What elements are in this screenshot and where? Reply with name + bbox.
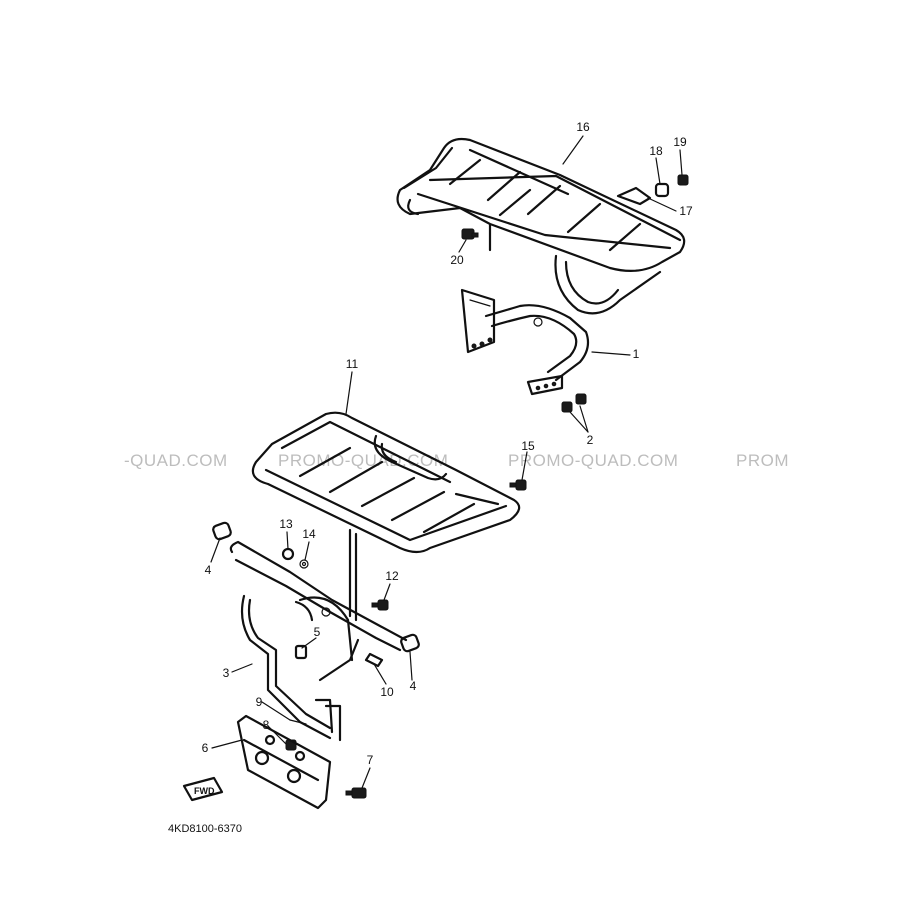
callout-6: 6 — [202, 741, 209, 755]
callout-14: 14 — [302, 527, 316, 541]
callout-11: 11 — [346, 357, 359, 371]
part-code: 4KD8100-6370 — [168, 823, 242, 835]
callout-1: 1 — [633, 347, 640, 361]
rear-bracket-plate — [460, 288, 496, 354]
reflector-parts — [616, 174, 689, 206]
callout-17: 17 — [679, 204, 693, 218]
rear-stay — [484, 304, 590, 396]
nut-13 — [281, 547, 295, 561]
callout-13: 13 — [279, 517, 293, 531]
bolt-7 — [345, 787, 367, 799]
clamp-9 — [289, 719, 307, 725]
callout-15: 15 — [521, 439, 535, 453]
bolt-set-2 — [561, 393, 587, 413]
bolt-10 — [364, 652, 384, 668]
callout-3: 3 — [223, 666, 230, 680]
callout-10: 10 — [380, 685, 394, 699]
watermark-4: PROM — [736, 451, 789, 470]
front-bumper-guard — [229, 540, 408, 742]
forward-arrow-icon: FWD — [182, 776, 224, 802]
collar-5 — [294, 644, 308, 660]
grip-4-left — [212, 521, 232, 541]
callout-18: 18 — [649, 144, 663, 158]
rear-carrier-rack — [396, 137, 686, 315]
front-skid-plate — [236, 714, 332, 810]
leader-lines — [210, 135, 683, 789]
callout-19: 19 — [673, 135, 687, 149]
fwd-label: FWD — [194, 786, 215, 796]
grip-4-right — [400, 633, 420, 653]
watermark-1: -QUAD.COM — [124, 451, 228, 470]
watermark-3: PROMO-QUAD.COM — [508, 451, 678, 470]
callout-20: 20 — [450, 253, 464, 267]
callouts: 16 18 19 17 20 1 2 11 15 13 14 12 4 5 4 … — [202, 120, 693, 767]
callout-16: 16 — [576, 120, 590, 134]
bolt-15 — [509, 479, 527, 491]
callout-4-right: 4 — [410, 679, 417, 693]
front-carrier-rack — [251, 411, 521, 622]
bolt-12 — [371, 599, 389, 611]
callout-7: 7 — [367, 753, 374, 767]
callout-8: 8 — [263, 718, 270, 732]
callout-9: 9 — [256, 695, 263, 709]
callout-5: 5 — [314, 625, 321, 639]
callout-2: 2 — [587, 433, 594, 447]
washer-14 — [299, 559, 309, 569]
bolt-20 — [461, 228, 479, 240]
callout-12: 12 — [385, 569, 399, 583]
callout-4-left: 4 — [205, 563, 212, 577]
watermark-row: -QUAD.COM PROMO-QUAD.COM PROMO-QUAD.COM … — [124, 451, 789, 470]
